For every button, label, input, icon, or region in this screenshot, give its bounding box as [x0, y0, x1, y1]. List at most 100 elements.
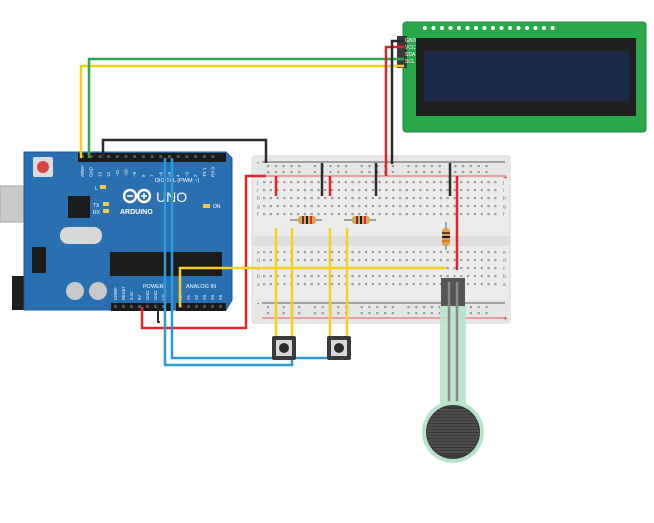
- arduino-brand: ARDUINO: [120, 209, 153, 216]
- row-letter-left: d: [257, 258, 260, 264]
- row-letter-left: i: [257, 188, 258, 194]
- top-rail-minus-label: -: [257, 160, 260, 167]
- lcd-pin-gnd: GND: [405, 38, 417, 44]
- row-letter-left: b: [257, 274, 260, 280]
- resistor-2: [344, 216, 376, 224]
- lcd-pin-sda: SDA: [405, 52, 416, 58]
- analog-pin-label: A1: [186, 294, 191, 300]
- crystal: [60, 227, 102, 244]
- analog-pin-label: A3: [202, 294, 207, 300]
- led-on-label: ON: [213, 204, 221, 210]
- led-tx: [103, 202, 109, 206]
- row-letter-right: i: [503, 188, 504, 194]
- lcd-screen: [424, 51, 629, 101]
- reset-button-cap[interactable]: [37, 161, 49, 173]
- analog-pin-label: A2: [194, 294, 199, 300]
- row-letter-right: f: [503, 212, 505, 218]
- analog-label: ANALOG IN: [186, 284, 216, 290]
- arduino-logo-icon: [122, 188, 152, 204]
- led-on: [203, 204, 210, 208]
- lcd-header-holes: [423, 26, 555, 30]
- wire-red-5v: [140, 174, 266, 330]
- led-tx-label: TX: [93, 203, 100, 209]
- usb-chip: [68, 196, 90, 218]
- led-l-label: L: [95, 186, 98, 192]
- digital-label: DIGITAL (PWM ~): [155, 178, 199, 184]
- row-letter-right: h: [503, 196, 506, 202]
- row-letter-right: g: [503, 204, 506, 210]
- wire-yellow-a0: [178, 266, 446, 307]
- power-label: POWER: [143, 284, 164, 290]
- resistor-3: [442, 222, 450, 250]
- row-letter-left: f: [257, 212, 259, 218]
- row-letter-right: c: [503, 266, 506, 272]
- digital-pin-label: RX 0: [211, 166, 216, 177]
- digital-pin-label: 13: [97, 171, 102, 177]
- led-rx-label: RX: [93, 210, 101, 216]
- digital-pin-label: 2: [193, 174, 198, 177]
- digital-pin-label: ~5: [167, 171, 172, 177]
- power-pin-label: 5V: [137, 295, 142, 300]
- led-l: [100, 185, 106, 189]
- power-pin-label: 3.3V: [129, 291, 134, 300]
- pushbutton-2[interactable]: [327, 336, 351, 360]
- power-pin-label: RESET: [121, 286, 126, 300]
- digital-pin-label: 8: [141, 174, 146, 177]
- force-sensor: [422, 278, 484, 463]
- lcd-pin-scl: SCL: [405, 59, 415, 65]
- digital-pin-label: ~10: [124, 169, 129, 177]
- capacitor-1: [66, 282, 84, 300]
- digital-pin-label: ~9: [132, 171, 137, 177]
- row-letter-left: j: [256, 180, 258, 186]
- pushbutton-1[interactable]: [272, 336, 296, 360]
- led-rx: [103, 209, 109, 213]
- analog-pin-label: A5: [218, 294, 223, 300]
- lcd-pin-header: [397, 36, 407, 68]
- digital-pin-label: ~3: [184, 171, 189, 177]
- regulator: [32, 247, 46, 273]
- wire-black-gnd: [101, 138, 268, 163]
- power-pin-label: IOREF: [113, 287, 118, 300]
- digital-pin-label: 4: [176, 174, 181, 177]
- bottom-rail-minus-label: -: [257, 301, 260, 308]
- wire-green-sda: [87, 57, 404, 158]
- power-pin-label: GND: [145, 291, 150, 300]
- wire-yellow-scl: [79, 64, 404, 158]
- power-pin-label: Vin: [161, 293, 166, 300]
- lcd-pin-vcc: VCC: [405, 45, 416, 51]
- row-letter-right: e: [503, 250, 506, 256]
- sensor-connector: [441, 278, 465, 306]
- digital-pin-label: 12: [106, 171, 111, 177]
- row-letter-left: h: [257, 196, 260, 202]
- analog-pin-label: A4: [210, 294, 215, 300]
- wire-black-gnd-power: [157, 307, 160, 323]
- top-rail-plus-label: +: [503, 173, 508, 182]
- row-letter-right: a: [503, 282, 506, 288]
- capacitor-2: [89, 282, 107, 300]
- wires: [79, 39, 459, 367]
- row-letter-right: d: [503, 258, 506, 264]
- bottom-rail-plus-label: +: [503, 314, 508, 323]
- analog-header: [176, 303, 226, 311]
- digital-pin-label: ~6: [158, 171, 163, 177]
- digital-pin-label: ~11: [115, 169, 120, 177]
- sensor-tail: [440, 306, 466, 410]
- row-letter-left: g: [257, 204, 260, 210]
- resistor-1: [290, 216, 322, 224]
- digital-pin-label: AREF: [80, 165, 85, 177]
- digital-pin-label: TX 1: [202, 167, 207, 177]
- sensor-pad: [426, 405, 480, 459]
- digital-pin-label: 7: [150, 174, 155, 177]
- row-letter-right: b: [503, 274, 506, 280]
- row-letter-right: j: [502, 180, 504, 186]
- wire-blue-button-1: [163, 158, 294, 367]
- row-letter-left: e: [257, 250, 260, 256]
- arduino-uno-board: AREF GND 13 12 ~11 ~10~9 8 7~6 ~5 4~3 2 TX 1 RX 0 DI…: [0, 151, 233, 311]
- wire-black-lcd-gnd: [390, 39, 404, 164]
